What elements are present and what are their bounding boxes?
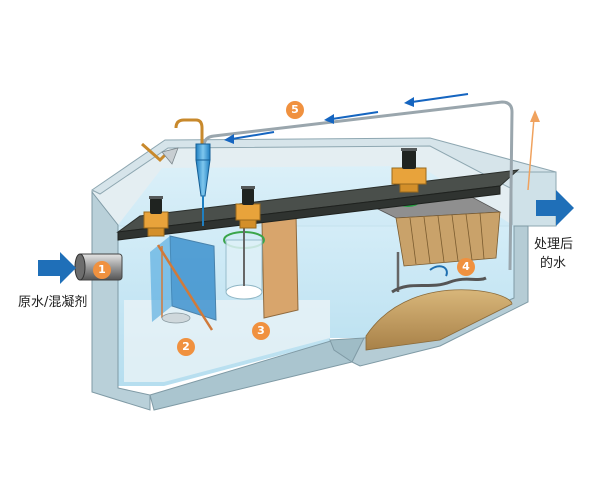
outlet-label-line1: 处理后 [534, 237, 574, 252]
tube-settler [359, 195, 502, 267]
marker-4: 4 [457, 258, 475, 276]
motor-icon [143, 196, 169, 237]
marker-2: 2 [177, 338, 195, 356]
motor-icon [235, 186, 261, 229]
marker-3: 3 [252, 322, 270, 340]
flocculation-chamber [223, 212, 299, 319]
outlet-arrow-icon [536, 190, 574, 226]
mixing-chamber [150, 235, 217, 331]
inlet-arrow-icon [38, 252, 76, 284]
sludge-pile [365, 289, 513, 351]
outlet-label-line2: 的水 [540, 256, 567, 271]
flow-arrow-icon [224, 93, 469, 144]
cyclone-icon [141, 118, 211, 226]
outlet-box [511, 171, 557, 227]
sludge-scraper [391, 197, 487, 294]
return-pipe [202, 100, 514, 271]
vent-arrow-icon [527, 110, 540, 191]
marker-1: 1 [93, 261, 111, 279]
motor-icon [391, 148, 427, 193]
inlet-label: 原水/混凝剂 [18, 295, 88, 310]
marker-5: 5 [286, 101, 304, 119]
